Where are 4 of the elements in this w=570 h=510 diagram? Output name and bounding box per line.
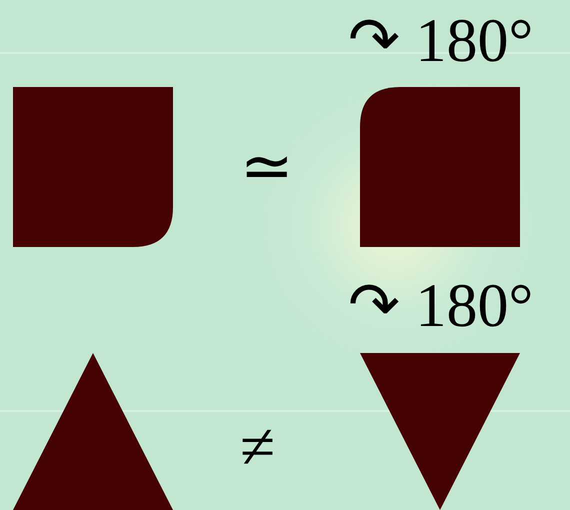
rotation-label: ↷ 180°	[348, 275, 534, 337]
relation-symbol: ≠	[240, 415, 276, 479]
rotation-label: ↷ 180°	[348, 10, 534, 72]
relation-symbol: ≃	[240, 135, 294, 199]
